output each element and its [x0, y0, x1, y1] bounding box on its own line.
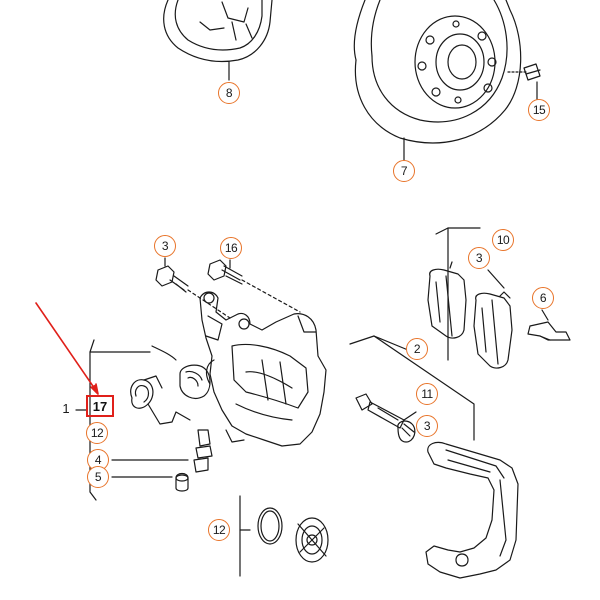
guide-pin — [355, 393, 417, 429]
bleeder-valve — [111, 429, 213, 473]
group-bracket-2 — [349, 335, 475, 441]
callout-5[interactable]: 5 — [87, 466, 109, 488]
callout-12-bottom[interactable]: 12 — [208, 519, 230, 541]
group-bracket-1 — [75, 339, 151, 501]
caliper-bolt-top — [155, 257, 231, 319]
caliper-bolt-16 — [207, 259, 301, 313]
pad-clip — [527, 309, 571, 341]
callout-8[interactable]: 8 — [218, 82, 240, 104]
highlighted-part-17[interactable]: 17 — [86, 395, 114, 417]
seal-kit — [239, 495, 329, 577]
brake-disc — [353, 0, 522, 161]
callout-2[interactable]: 2 — [406, 338, 428, 360]
callout-6[interactable]: 6 — [532, 287, 554, 309]
callout-7[interactable]: 7 — [393, 160, 415, 182]
caliper-spring — [130, 345, 191, 425]
pointer-arrow — [35, 302, 99, 395]
callout-10[interactable]: 10 — [492, 229, 514, 251]
callout-3-boot[interactable]: 3 — [416, 415, 438, 437]
callout-12-left[interactable]: 12 — [86, 422, 108, 444]
callout-16[interactable]: 16 — [220, 237, 242, 259]
callout-3-pads[interactable]: 3 — [468, 247, 490, 269]
callout-15[interactable]: 15 — [528, 99, 550, 121]
guide-boot — [397, 420, 416, 443]
brake-caliper — [199, 291, 327, 447]
caliper-carrier — [425, 441, 519, 579]
splash-shield — [163, 0, 273, 81]
dust-cap — [111, 472, 189, 492]
label-1[interactable]: 1 — [62, 401, 70, 416]
callout-3-bolt[interactable]: 3 — [154, 235, 176, 257]
brake-pads — [427, 227, 513, 369]
callout-11[interactable]: 11 — [416, 383, 438, 405]
guide-sleeve — [179, 364, 211, 399]
disc-screw — [507, 63, 541, 101]
